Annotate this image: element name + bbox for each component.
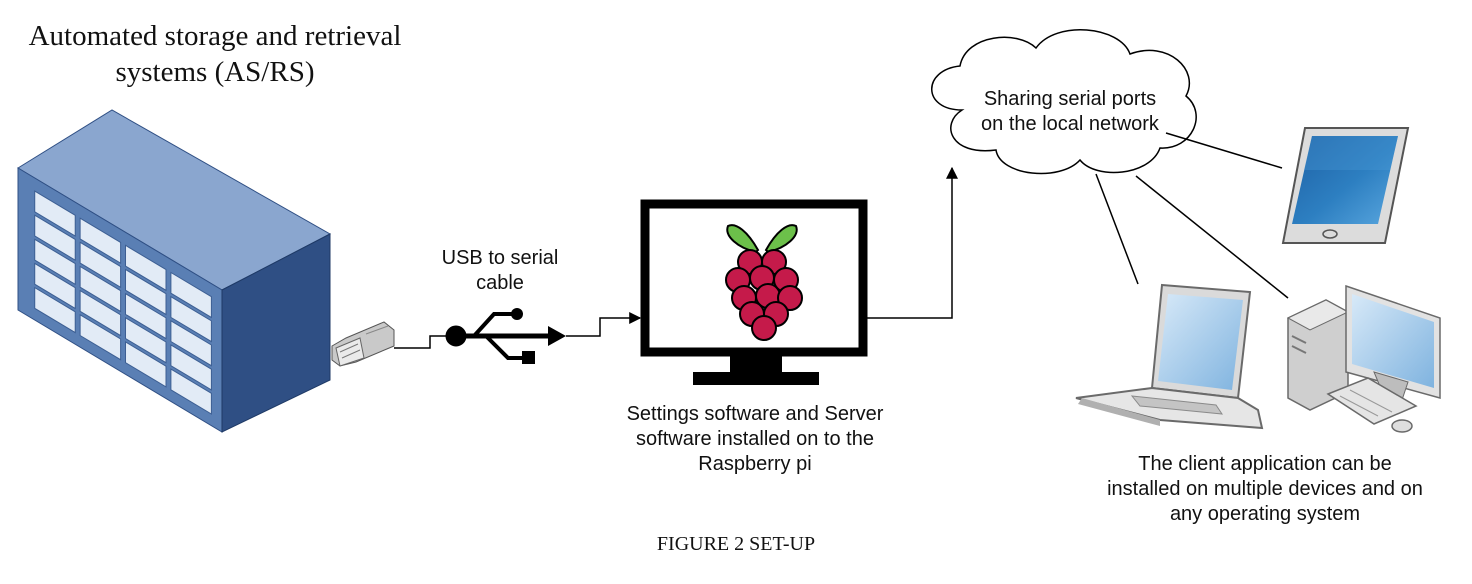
usb-to-pi-arrow	[566, 312, 642, 337]
network-cloud-icon	[931, 29, 1197, 175]
cabinet-drawer	[170, 295, 212, 343]
cabinet-drawer	[170, 368, 212, 415]
client-devices-caption: The client application can be installed …	[1107, 453, 1423, 525]
raspberry-pi-caption: Settings software and Server software in…	[626, 403, 884, 475]
asrs-title: Automated storage and retrieval systems …	[28, 20, 402, 88]
cabinet-drawer	[125, 341, 167, 388]
cabinet-drawer	[79, 241, 122, 289]
cloud-to-desktop-line	[1135, 175, 1289, 299]
cabinet-drawer	[125, 292, 167, 340]
desktop-pc-icon	[1286, 284, 1441, 433]
cabinet-drawer	[79, 313, 122, 361]
raspberry-berry	[751, 315, 777, 341]
cabinet-drawer	[34, 214, 76, 262]
laptop-icon	[1075, 283, 1264, 430]
cabinet-drawer	[34, 190, 76, 237]
network-label: Sharing serial ports on the local networ…	[981, 88, 1159, 135]
cloud-to-laptop-line	[1095, 173, 1139, 285]
cloud-to-tablet-line	[1165, 132, 1283, 169]
cabinet-drawers	[34, 190, 212, 415]
cabinet-drawer	[125, 316, 167, 364]
usb-icon	[445, 308, 566, 364]
serial-connector-icon	[331, 321, 395, 367]
cabinet-drawer	[34, 262, 76, 310]
cabinet-drawer	[170, 344, 212, 391]
raspberry-logo-icon	[725, 224, 803, 341]
cabinet-drawer	[79, 217, 122, 265]
cable-line	[394, 335, 446, 349]
asrs-cabinet-icon	[17, 109, 332, 433]
cabinet-drawer	[125, 268, 167, 316]
tablet-icon	[1281, 127, 1410, 244]
cabinet-drawer	[34, 238, 76, 286]
cabinet-drawer	[170, 271, 212, 319]
raspberry-berries	[725, 249, 803, 341]
cabinet-drawer	[79, 265, 122, 313]
cabinet-drawer	[79, 289, 122, 337]
usb-cable-label: USB to serial cable	[441, 247, 559, 294]
figure-caption: FIGURE 2 SET-UP	[656, 533, 816, 555]
cabinet-drawer	[34, 286, 76, 334]
cabinet-drawer	[125, 244, 167, 292]
pi-to-network-arrow	[866, 166, 958, 319]
cabinet-drawer	[170, 319, 212, 367]
